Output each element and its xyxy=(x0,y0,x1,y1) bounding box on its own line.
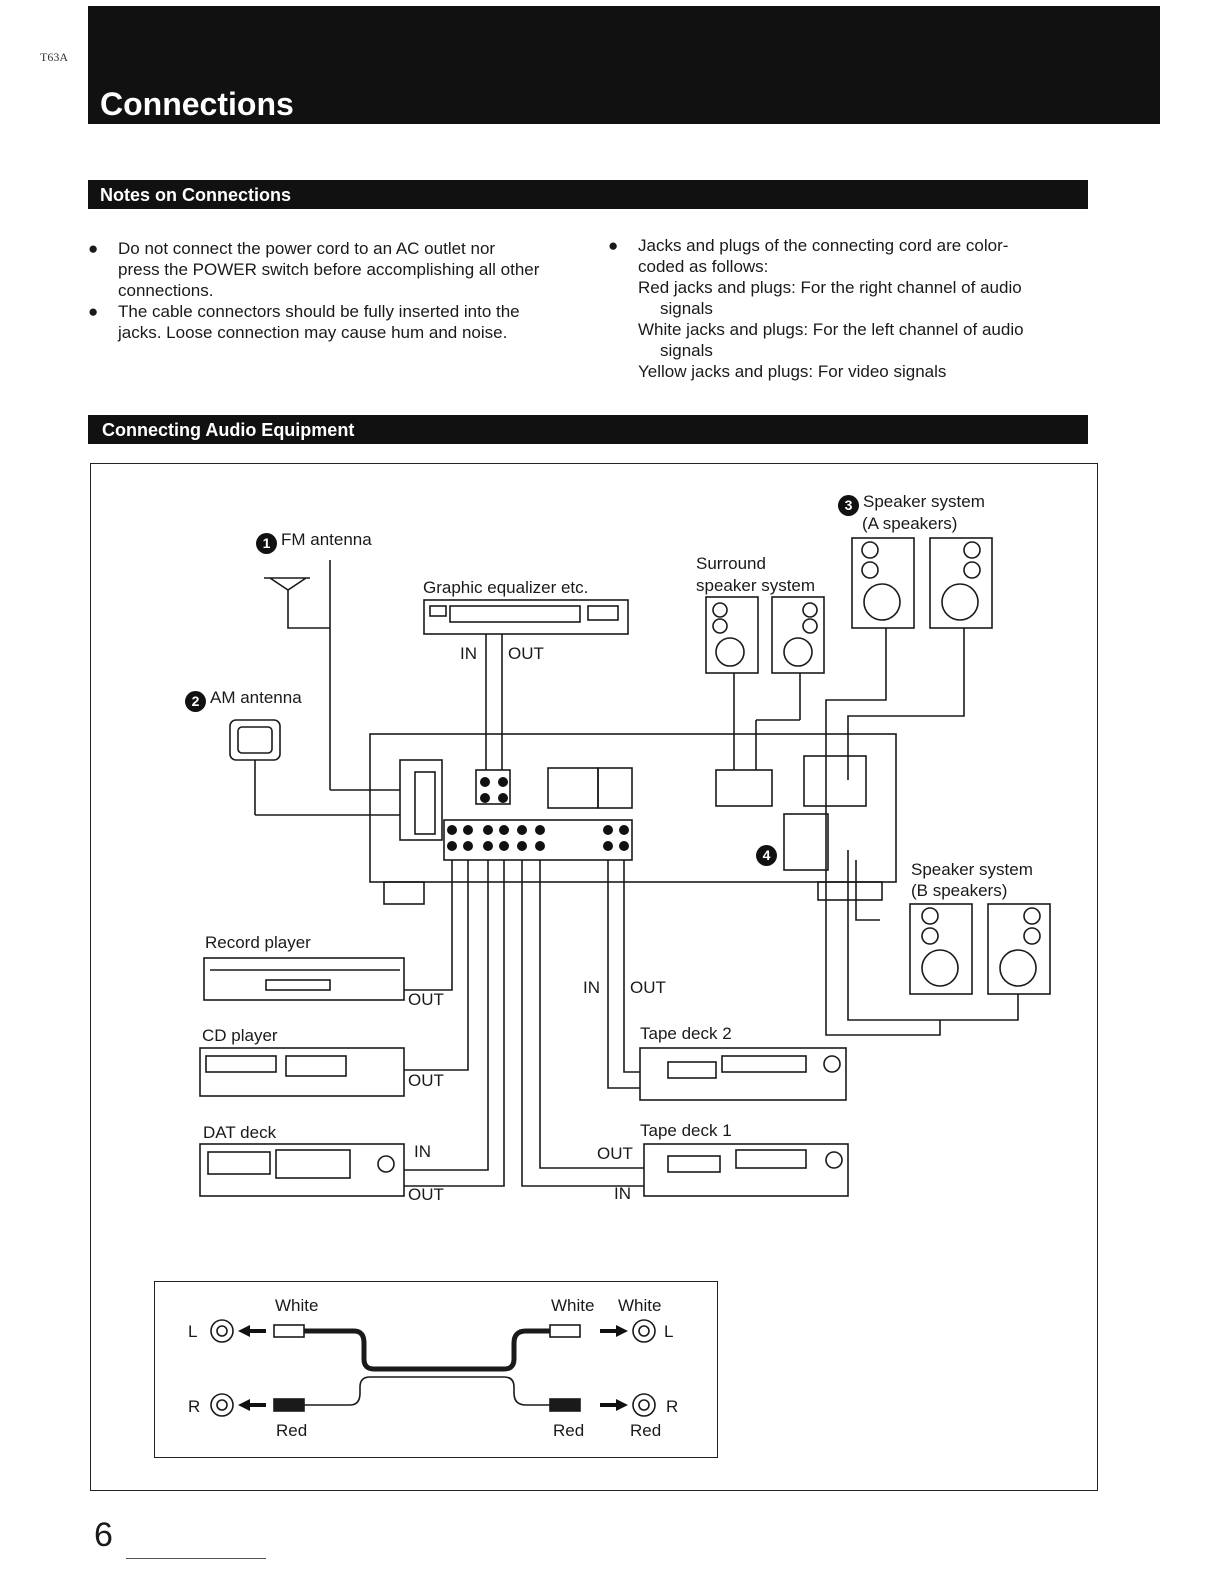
left-arrow-icon xyxy=(238,1399,266,1411)
am-antenna-icon xyxy=(229,719,400,816)
tape2-in-label: IN xyxy=(583,978,600,997)
bullet-icon: ● xyxy=(88,239,99,258)
speaker-a-label-line2: (A speakers) xyxy=(862,514,958,533)
note-color-codes: ● Jacks and plugs of the connecting cord… xyxy=(608,236,1024,381)
dat-deck-label: DAT deck xyxy=(203,1123,277,1142)
speaker-b-label-line1: Speaker system xyxy=(911,860,1033,879)
notes-section-title: Notes on Connections xyxy=(100,185,292,205)
step-4-marker: 4 xyxy=(756,842,781,866)
tape1-in-label: IN xyxy=(614,1184,631,1203)
notes-left-column: ● Do not connect the power cord to an AC… xyxy=(88,238,588,343)
cable-left-r-label: R xyxy=(188,1397,201,1416)
cable-mid-white-label: White xyxy=(551,1296,595,1315)
bullet-icon: ● xyxy=(88,302,99,321)
record-out-label: OUT xyxy=(408,990,444,1009)
cd-player-icon xyxy=(199,860,469,1097)
dat-out-label: OUT xyxy=(408,1185,444,1204)
page-number: 6 xyxy=(94,1516,113,1554)
cable-left-red-label: Red xyxy=(276,1421,308,1440)
step-1-badge: 1 xyxy=(256,533,277,554)
tape1-out-label: OUT xyxy=(597,1144,633,1163)
step-3-badge: 3 xyxy=(838,495,859,516)
graphic-eq-label: Graphic equalizer etc. xyxy=(423,578,589,597)
cable-right-white-label: White xyxy=(618,1296,662,1315)
cable-left-l-label: L xyxy=(188,1322,198,1341)
footer-rule xyxy=(126,1558,266,1559)
cable-right-l-label: L xyxy=(664,1322,674,1341)
receiver-rear-panel xyxy=(369,733,897,905)
fm-antenna-icon xyxy=(264,560,331,790)
left-arrow-icon xyxy=(238,1325,266,1337)
tape-deck-1-label: Tape deck 1 xyxy=(640,1121,732,1140)
cable-legend-drawing xyxy=(210,1319,656,1417)
dat-in-label: IN xyxy=(414,1142,431,1161)
tape-deck-2-icon xyxy=(607,860,847,1101)
title-bar xyxy=(88,6,1160,124)
note-cable-connectors: ● The cable connectors should be fully i… xyxy=(88,302,520,342)
cable-mid-red-label: Red xyxy=(553,1421,585,1440)
cable-right-r-label: R xyxy=(666,1397,679,1416)
tape-deck-1-icon xyxy=(521,860,849,1197)
surround-label-line2: speaker system xyxy=(696,576,816,595)
rca-jacks-icon xyxy=(447,777,629,851)
notes-section-bar xyxy=(88,180,1088,209)
record-player-icon xyxy=(203,860,453,1001)
step-2-badge: 2 xyxy=(185,691,206,712)
page-title: Connections xyxy=(100,86,294,122)
speaker-a-icon xyxy=(825,537,993,1036)
audio-section-bar xyxy=(88,415,1088,444)
cable-legend-frame xyxy=(154,1281,718,1458)
speaker-b-label-line2: (B speakers) xyxy=(911,881,1008,900)
surround-label-line1: Surround xyxy=(696,554,766,573)
audio-section-title: Connecting Audio Equipment xyxy=(102,420,355,440)
notes-right-column: ● Jacks and plugs of the connecting cord… xyxy=(608,235,1088,382)
right-arrow-icon xyxy=(600,1325,628,1337)
corner-code: T63A xyxy=(40,50,68,64)
cd-out-label: OUT xyxy=(408,1071,444,1090)
dat-deck-icon xyxy=(199,860,505,1197)
note-power-cord: ● Do not connect the power cord to an AC… xyxy=(88,239,540,300)
tape2-out-label: OUT xyxy=(630,978,666,997)
surround-speaker-icon xyxy=(705,596,825,770)
step-4-badge: 4 xyxy=(756,845,777,866)
connection-diagram-frame xyxy=(90,463,1098,1491)
speaker-b-icon xyxy=(847,850,1051,1021)
cable-right-red-label: Red xyxy=(630,1421,662,1440)
record-player-label: Record player xyxy=(205,933,311,952)
graphic-equalizer-icon xyxy=(423,599,629,770)
cable-left-white-label: White xyxy=(275,1296,319,1315)
eq-in-label: IN xyxy=(460,644,477,663)
bullet-icon: ● xyxy=(608,236,619,255)
eq-out-label: OUT xyxy=(508,644,544,663)
cd-player-label: CD player xyxy=(202,1026,278,1045)
right-arrow-icon xyxy=(600,1399,628,1411)
tape-deck-2-label: Tape deck 2 xyxy=(640,1024,732,1043)
